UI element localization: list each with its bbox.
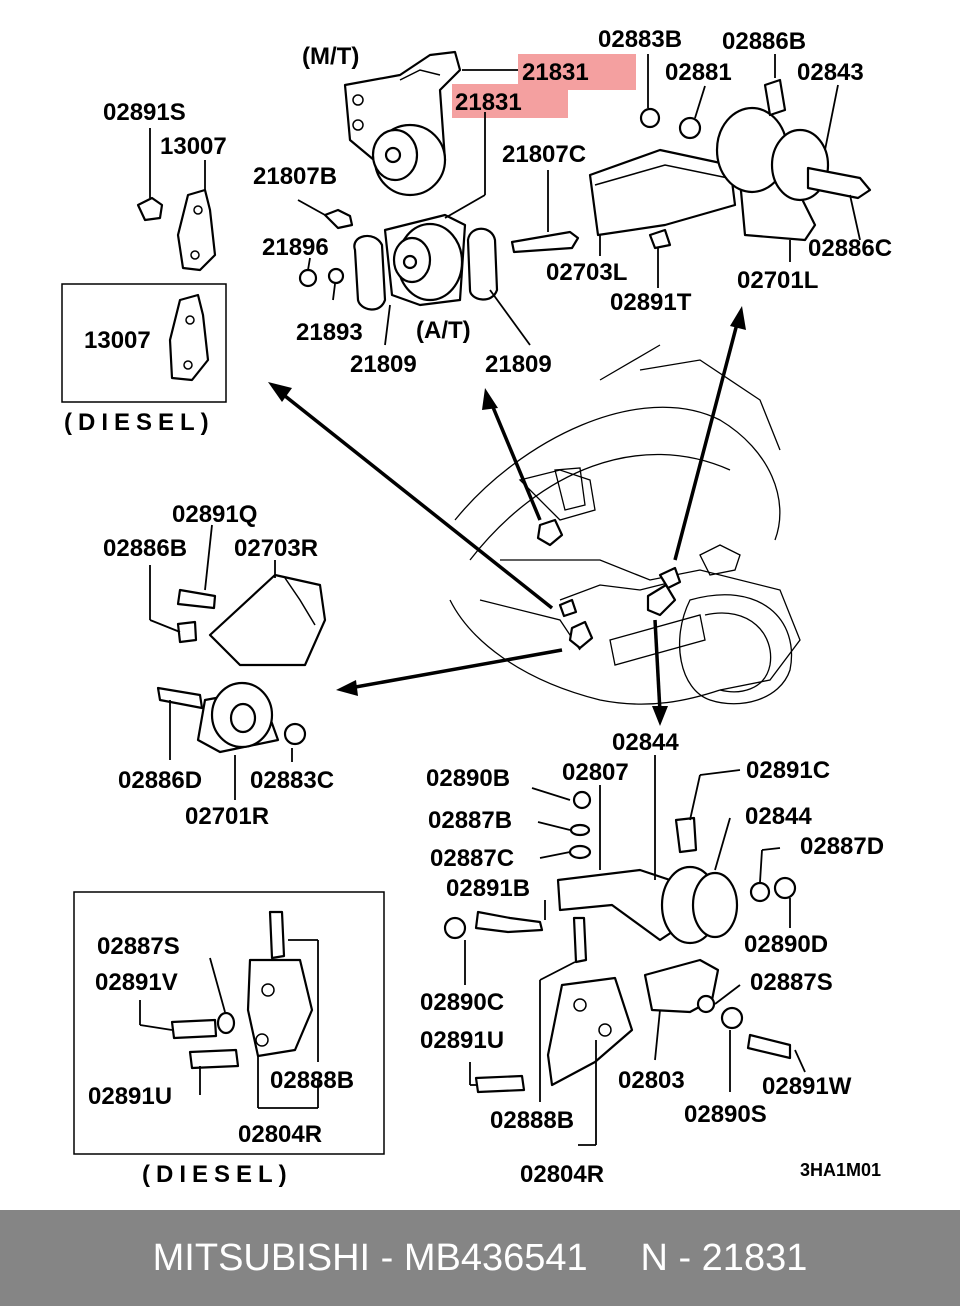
label-02886D: 02886D bbox=[118, 767, 202, 794]
label-02887B: 02887B bbox=[428, 807, 512, 834]
label-02887S-left: 02887S bbox=[97, 933, 180, 960]
part-labels: (M/T) 21831 21831 02883B 02886B 02881 02… bbox=[64, 26, 892, 1188]
label-21809-a: 21809 bbox=[350, 351, 417, 378]
label-02701R: 02701R bbox=[185, 803, 269, 830]
label-21893: 21893 bbox=[296, 319, 363, 346]
label-21831-b: 21831 bbox=[455, 89, 522, 116]
label-02891Q: 02891Q bbox=[172, 501, 257, 528]
label-02891U-left: 02891U bbox=[88, 1083, 172, 1110]
label-02890B: 02890B bbox=[426, 765, 510, 792]
footer-text: MITSUBISHI - MB436541 N - 21831 bbox=[152, 1236, 808, 1279]
label-02891W: 02891W bbox=[762, 1073, 852, 1100]
label-02890S: 02890S bbox=[684, 1101, 767, 1128]
parts-diagram: (M/T) 21831 21831 02883B 02886B 02881 02… bbox=[61, 26, 892, 1188]
bolt-21807C bbox=[510, 230, 580, 254]
label-21807C: 21807C bbox=[502, 141, 586, 168]
diesel-box-top bbox=[61, 283, 227, 403]
pointer-arrows bbox=[268, 306, 746, 726]
label-21831-a: 21831 bbox=[522, 59, 589, 86]
label-02888B-left: 02888B bbox=[270, 1067, 354, 1094]
diesel-box-bottom bbox=[73, 891, 385, 1155]
label-02883C: 02883C bbox=[250, 767, 334, 794]
label-21809-b: 21809 bbox=[485, 351, 552, 378]
highlight-21831-b bbox=[452, 84, 568, 118]
label-02703R: 02703R bbox=[234, 535, 318, 562]
label-02886B-top: 02886B bbox=[722, 28, 806, 55]
label-mt: (M/T) bbox=[302, 43, 359, 70]
mount-02701R bbox=[156, 573, 327, 754]
label-02883B: 02883B bbox=[598, 26, 682, 53]
label-02881: 02881 bbox=[665, 59, 732, 86]
label-02890C: 02890C bbox=[420, 989, 504, 1016]
label-02804R-left: 02804R bbox=[238, 1121, 322, 1148]
label-at: (A/T) bbox=[416, 317, 471, 344]
label-02891U-right: 02891U bbox=[420, 1027, 504, 1054]
label-02887C: 02887C bbox=[430, 845, 514, 872]
label-02843: 02843 bbox=[797, 59, 864, 86]
leader-lines bbox=[139, 54, 861, 1146]
part-number-footer: MITSUBISHI - MB436541 N - 21831 bbox=[0, 1210, 960, 1306]
label-02886B-mid: 02886B bbox=[103, 535, 187, 562]
label-21807B: 21807B bbox=[253, 163, 337, 190]
label-02886C: 02886C bbox=[808, 235, 892, 262]
label-02891B: 02891B bbox=[446, 875, 530, 902]
label-21896: 21896 bbox=[262, 234, 329, 261]
label-02887D: 02887D bbox=[800, 833, 884, 860]
mount-02844 bbox=[443, 790, 797, 964]
at-mount-bracket bbox=[353, 213, 499, 311]
label-02891C: 02891C bbox=[746, 757, 830, 784]
label-code: 3HA1M01 bbox=[800, 1160, 881, 1180]
label-02803: 02803 bbox=[618, 1067, 685, 1094]
label-02844-right: 02844 bbox=[745, 803, 812, 830]
bracket-13007 bbox=[136, 188, 217, 272]
label-diesel-top: (DIESEL) bbox=[64, 409, 215, 436]
mt-mount-bracket bbox=[343, 50, 462, 197]
label-02844-top: 02844 bbox=[612, 729, 679, 756]
bracket-02804R-right bbox=[474, 976, 634, 1094]
vehicle-outline bbox=[449, 344, 801, 705]
label-02703L: 02703L bbox=[546, 259, 627, 286]
label-02891V: 02891V bbox=[95, 969, 178, 996]
mount-points bbox=[536, 518, 682, 650]
label-02891S: 02891S bbox=[103, 99, 186, 126]
label-02890D: 02890D bbox=[744, 931, 828, 958]
label-13007: 13007 bbox=[160, 133, 227, 160]
label-02804R-right: 02804R bbox=[520, 1161, 604, 1188]
label-02807: 02807 bbox=[562, 759, 629, 786]
label-02887S-right: 02887S bbox=[750, 969, 833, 996]
label-02891T: 02891T bbox=[610, 289, 692, 316]
bracket-02803 bbox=[643, 958, 792, 1060]
label-02888B-right: 02888B bbox=[490, 1107, 574, 1134]
label-02701L: 02701L bbox=[737, 267, 818, 294]
label-13007-diesel: 13007 bbox=[84, 327, 151, 354]
label-diesel-bottom: (DIESEL) bbox=[142, 1161, 293, 1188]
small-fasteners-top-center bbox=[298, 208, 354, 288]
mount-02701L bbox=[588, 78, 872, 250]
